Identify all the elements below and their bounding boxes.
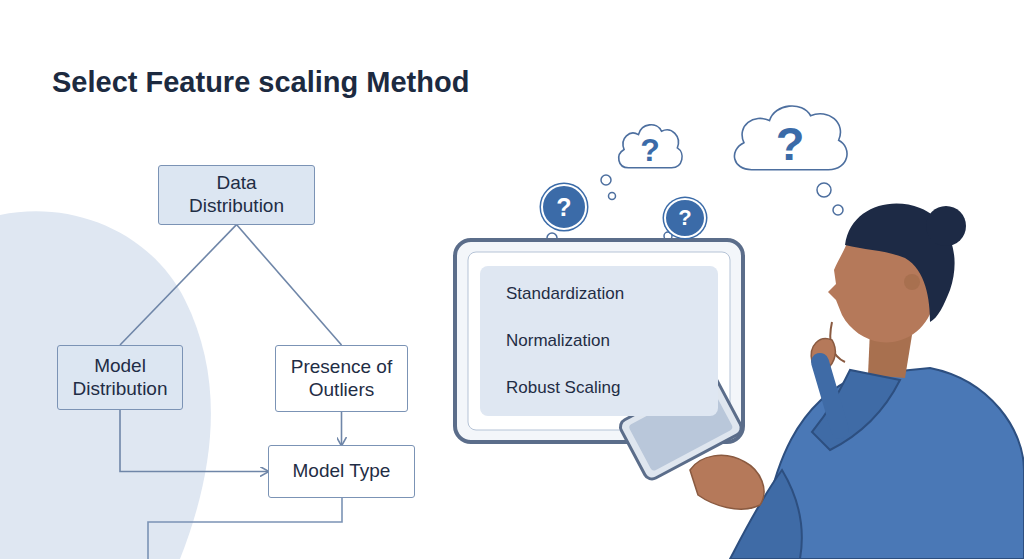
option-panel: StandardizationNormalizationRobust Scali… <box>480 266 718 416</box>
node-label: Presence of Outliers <box>286 356 397 402</box>
question-mark: ? <box>678 205 691 231</box>
diagram-title: Select Feature scaling Method <box>52 66 469 99</box>
option-label: Standardization <box>506 284 624 304</box>
thought-dot <box>601 175 611 185</box>
node-label: Data Distribution <box>169 172 304 218</box>
flow-connector <box>341 412 343 445</box>
thought-dot <box>609 193 616 200</box>
node-label: Model Type <box>293 460 391 483</box>
flow-connector <box>120 225 237 345</box>
question-bubble: ? <box>664 198 706 238</box>
thought-dot <box>833 205 843 215</box>
node-label: Model Distribution <box>68 355 172 401</box>
tablet-frame <box>455 240 743 442</box>
tablet-screen <box>468 252 730 430</box>
question-cloud: ? <box>726 96 854 182</box>
process-box: Data Distribution <box>158 165 315 225</box>
process-box: Presence of Outliers <box>275 345 408 412</box>
option-label: Normalization <box>506 331 610 351</box>
thought-dot <box>817 183 831 197</box>
question-mark: ? <box>640 132 660 169</box>
flow-line <box>148 498 342 559</box>
question-bubble: ? <box>541 184 587 230</box>
process-box: Model Type <box>268 445 415 498</box>
question-cloud: ? <box>614 118 686 176</box>
question-mark: ? <box>556 193 571 222</box>
background-blob <box>0 211 211 559</box>
flow-connector <box>120 410 268 472</box>
option-label: Robust Scaling <box>506 378 620 398</box>
process-box: Model Distribution <box>57 345 183 410</box>
flow-connector <box>237 225 342 345</box>
question-mark: ? <box>776 116 805 171</box>
